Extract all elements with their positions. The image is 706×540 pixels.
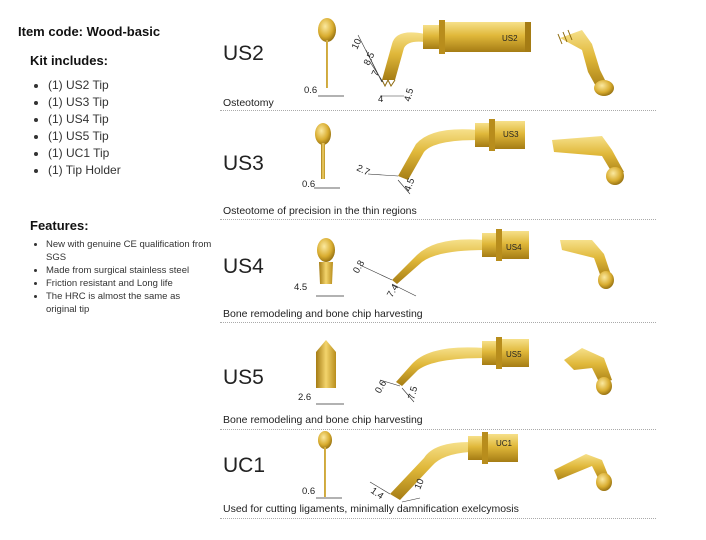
us2-dim-0: 0.6 <box>304 85 317 96</box>
features-heading: Features: <box>30 218 89 233</box>
tip-row-us3: 0.6 2.7 4.5 US3 US3 Osteotome of precisi… <box>220 114 656 220</box>
tip-name: US3 <box>223 152 264 175</box>
feature-item: Made from surgical stainless steel <box>32 264 212 277</box>
kit-item: (1) US5 Tip <box>32 128 121 145</box>
tip-description: Used for cutting ligaments, minimally da… <box>223 503 519 515</box>
us3-drawing: 0.6 2.7 4.5 US3 <box>302 119 624 195</box>
us2-dim-3: 7 <box>370 69 382 78</box>
kit-item: (1) US2 Tip <box>32 77 121 94</box>
uc1-drawing: 0.6 1.4 10 UC1 <box>302 431 612 503</box>
row-separator <box>220 219 656 220</box>
us2-dim-4: 4 <box>378 94 383 105</box>
info-column: Item code: Wood-basic Kit includes: (1) … <box>0 0 215 540</box>
kit-item: (1) US3 Tip <box>32 94 121 111</box>
tip-row-uc1: 0.6 1.4 10 UC1 UC1 Used for cutting liga… <box>220 431 656 532</box>
us2-front-view <box>318 18 344 97</box>
us3-dim-1: 2.7 <box>355 163 372 179</box>
us4-side-view <box>361 229 529 297</box>
us3-3d-view <box>552 136 624 185</box>
us2-dim-5: 4.5 <box>402 87 416 103</box>
us5-front-view <box>316 340 344 405</box>
tip-row-us2: 0.6 10 8.5 7 4 4.5 US2 US2 Osteotomy <box>220 10 656 112</box>
uc1-dim-1: 1.4 <box>368 485 385 502</box>
us3-code-label: US3 <box>503 130 519 139</box>
kit-item: (1) UC1 Tip <box>32 145 121 162</box>
us2-drawing: 0.6 10 8.5 7 4 4.5 US2 <box>304 18 614 105</box>
us3-front-view <box>314 123 340 189</box>
uc1-front-view <box>316 431 342 499</box>
kit-heading: Kit includes: <box>30 53 109 68</box>
row-separator <box>220 110 656 111</box>
feature-item: New with genuine CE qualification from S… <box>32 238 212 264</box>
us4-dim-1: 0.8 <box>351 259 367 276</box>
row-separator <box>220 518 656 519</box>
features-list: New with genuine CE qualification from S… <box>32 238 212 316</box>
feature-item: Friction resistant and Long life <box>32 277 212 290</box>
tip-name: US4 <box>223 255 264 278</box>
us2-side-view <box>357 20 531 97</box>
us3-side-view <box>367 119 525 195</box>
tip-row-us5: 2.6 0.6 7.5 US5 US5 Bone remodeling and … <box>220 330 656 430</box>
uc1-code-label: UC1 <box>496 439 513 448</box>
item-code: Item code: Wood-basic <box>18 24 161 39</box>
us5-3d-view <box>564 348 612 395</box>
tip-name: UC1 <box>223 454 266 477</box>
us5-side-view <box>379 337 529 403</box>
us3-dim-2: 4.5 <box>402 177 417 193</box>
tip-description: Bone remodeling and bone chip harvesting <box>223 414 423 426</box>
us5-drawing: 2.6 0.6 7.5 US5 <box>298 337 612 405</box>
row-separator <box>220 322 656 323</box>
uc1-side-view <box>369 432 518 503</box>
us3-dim-0: 0.6 <box>302 179 315 190</box>
us4-dim-2: 7.4 <box>385 283 401 300</box>
us4-dim-0: 4.5 <box>294 282 307 293</box>
uc1-dim-0: 0.6 <box>302 486 315 497</box>
row-separator <box>220 429 656 430</box>
us2-dim-2: 8.5 <box>362 51 378 68</box>
tip-description: Osteotomy <box>223 97 274 109</box>
uc1-dim-2: 10 <box>413 477 427 491</box>
us5-dim-1: 0.6 <box>373 379 389 396</box>
us2-dim-1: 10 <box>350 37 364 51</box>
tip-name: US5 <box>223 366 264 389</box>
tip-description: Bone remodeling and bone chip harvesting <box>223 308 423 320</box>
us5-code-label: US5 <box>506 350 522 359</box>
kit-item: (1) Tip Holder <box>32 162 121 179</box>
uc1-3d-view <box>554 454 612 491</box>
tip-name: US2 <box>223 42 264 65</box>
us4-3d-view <box>560 240 614 289</box>
feature-item: The HRC is almost the same as original t… <box>32 290 212 316</box>
us2-3d-view <box>557 29 614 96</box>
tip-description: Osteotome of precision in the thin regio… <box>223 205 417 217</box>
us5-dim-2: 7.5 <box>406 385 420 401</box>
tip-row-us4: 4.5 0.8 7.4 US4 US4 Bone remodeling and … <box>220 222 656 324</box>
us4-code-label: US4 <box>506 243 522 252</box>
kit-item: (1) US4 Tip <box>32 111 121 128</box>
kit-list: (1) US2 Tip (1) US3 Tip (1) US4 Tip (1) … <box>32 77 121 179</box>
us4-front-view <box>316 238 344 297</box>
us5-dim-0: 2.6 <box>298 392 311 403</box>
us2-code-label: US2 <box>502 34 518 43</box>
us4-drawing: 4.5 0.8 7.4 US4 <box>294 229 614 300</box>
